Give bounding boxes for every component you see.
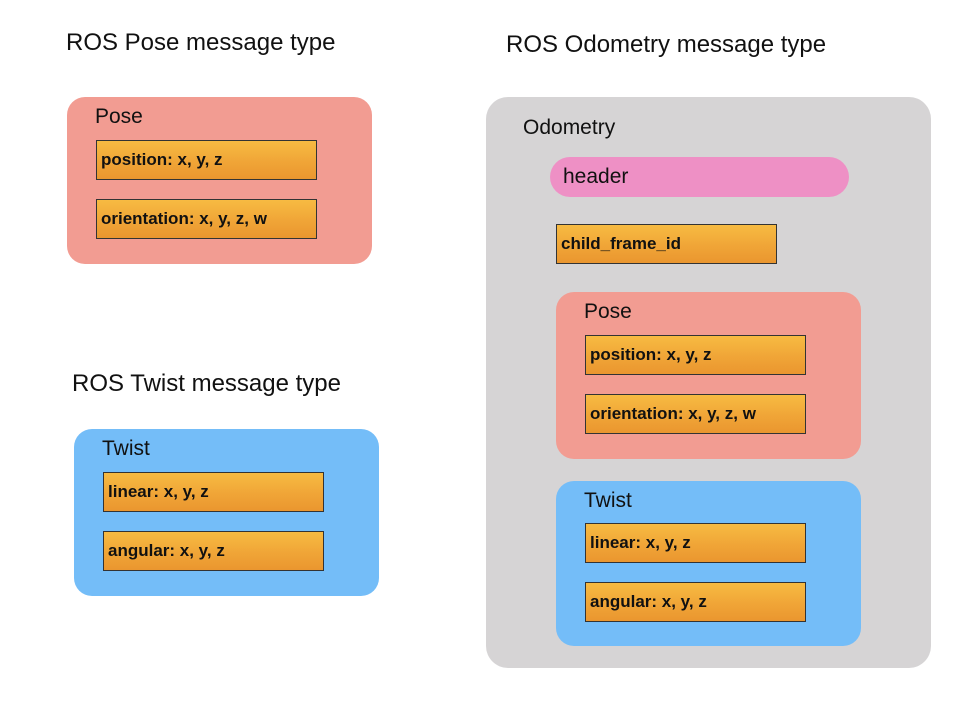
twist-angular-field: angular: x, y, z xyxy=(103,531,324,571)
odometry-twist-label: Twist xyxy=(584,489,632,512)
odometry-box: Odometry header child_frame_id Pose posi… xyxy=(486,97,931,668)
odometry-pose-orientation-field: orientation: x, y, z, w xyxy=(585,394,806,434)
odometry-pose-box: Pose position: x, y, z orientation: x, y… xyxy=(556,292,861,459)
odometry-pose-label: Pose xyxy=(584,300,632,323)
twist-section-title: ROS Twist message type xyxy=(72,370,341,397)
header-field: header xyxy=(550,157,849,197)
odometry-pose-position-field: position: x, y, z xyxy=(585,335,806,375)
odometry-section-title: ROS Odometry message type xyxy=(506,31,827,58)
twist-box: Twist linear: x, y, z angular: x, y, z xyxy=(74,429,379,596)
pose-orientation-field: orientation: x, y, z, w xyxy=(96,199,317,239)
twist-linear-field: linear: x, y, z xyxy=(103,472,324,512)
odometry-twist-angular-field: angular: x, y, z xyxy=(585,582,806,622)
pose-section-title: ROS Pose message type xyxy=(66,29,336,56)
pose-box: Pose position: x, y, z orientation: x, y… xyxy=(67,97,372,264)
pose-box-label: Pose xyxy=(95,105,143,128)
pose-position-field: position: x, y, z xyxy=(96,140,317,180)
odometry-twist-box: Twist linear: x, y, z angular: x, y, z xyxy=(556,481,861,646)
odometry-box-label: Odometry xyxy=(523,116,616,139)
twist-box-label: Twist xyxy=(102,437,150,460)
odometry-twist-linear-field: linear: x, y, z xyxy=(585,523,806,563)
child-frame-id-field: child_frame_id xyxy=(556,224,777,264)
